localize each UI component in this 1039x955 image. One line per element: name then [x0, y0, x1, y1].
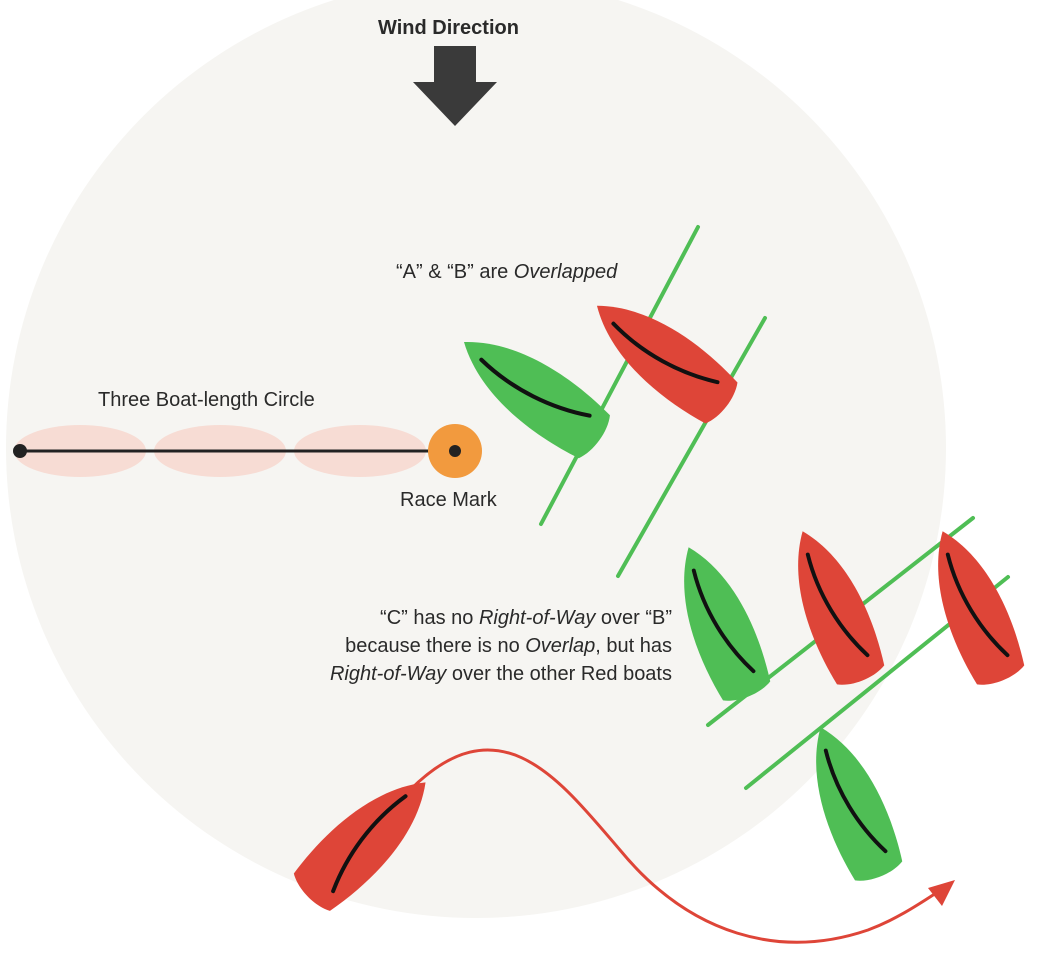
overlap-label: “A” & “B” are Overlapped — [396, 260, 617, 284]
explanation-2-emphasis: Overlap — [525, 635, 595, 657]
overlap-label-text: “A” & “B” are — [396, 261, 514, 283]
explanation-3b: over the other Red boats — [446, 663, 672, 685]
overlap-label-emphasis: Overlapped — [514, 261, 617, 283]
explanation-3-emphasis: Right-of-Way — [330, 663, 446, 685]
explanation-text: “C” has no Right-of-Way over “B” because… — [260, 604, 672, 688]
race-mark-center — [449, 445, 461, 457]
explanation-2a: because there is no — [345, 635, 525, 657]
explanation-line-1: “C” has no Right-of-Way over “B” — [260, 604, 672, 632]
race-mark-label: Race Mark — [400, 488, 497, 512]
circle-label: Three Boat-length Circle — [98, 388, 315, 412]
explanation-2b: , but has — [595, 635, 672, 657]
explanation-line-3: Right-of-Way over the other Red boats — [260, 660, 672, 688]
explanation-line-2: because there is no Overlap, but has — [260, 632, 672, 660]
wind-direction-title: Wind Direction — [378, 16, 519, 40]
course-arrowhead-icon — [928, 880, 955, 906]
circle-edge-point — [13, 444, 27, 458]
explanation-1b: over “B” — [595, 607, 672, 629]
explanation-1a: “C” has no — [380, 607, 479, 629]
explanation-1-emphasis: Right-of-Way — [479, 607, 595, 629]
